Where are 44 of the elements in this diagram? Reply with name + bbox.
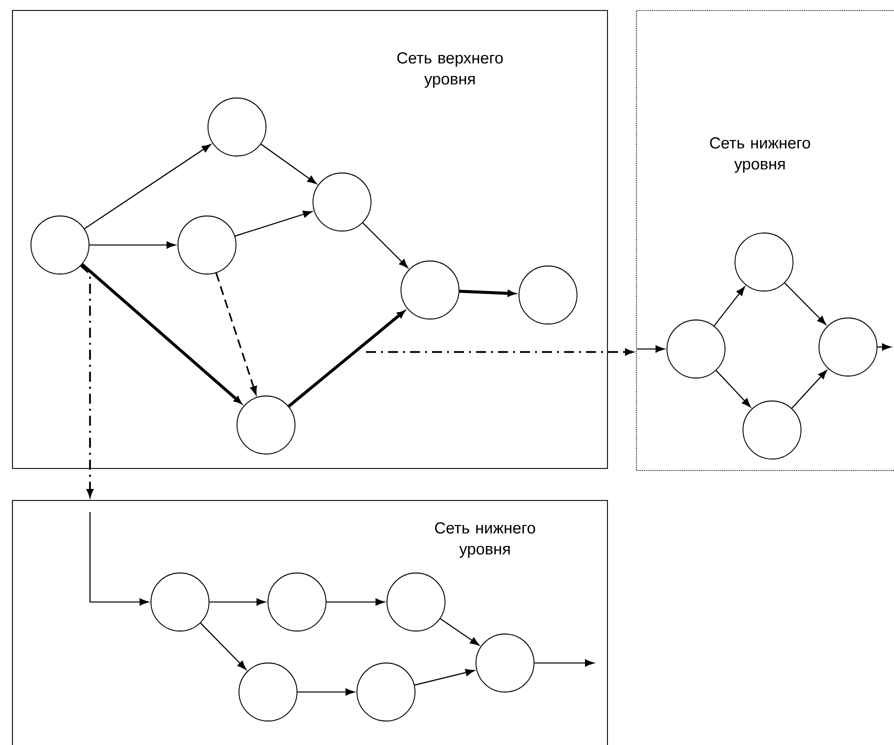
arrow	[260, 144, 317, 184]
event-circle	[742, 400, 802, 460]
event-circle	[30, 216, 90, 274]
event-circle	[666, 320, 726, 378]
arrow	[366, 348, 634, 356]
arrow	[716, 370, 751, 408]
arrow	[714, 286, 745, 326]
arrow	[80, 265, 94, 498]
event-circle	[268, 572, 326, 632]
arrow	[200, 622, 246, 670]
event-circle	[818, 318, 878, 376]
event-circle	[150, 572, 210, 632]
arrow	[209, 598, 266, 606]
arrow	[784, 282, 826, 325]
arrow	[534, 659, 594, 667]
arrow	[791, 370, 828, 409]
arrow	[234, 210, 312, 237]
arrow	[81, 263, 242, 404]
arrow	[84, 144, 212, 230]
arrow	[440, 618, 480, 646]
event-circle	[734, 232, 794, 292]
event-circle	[236, 396, 296, 454]
event-circle	[356, 662, 416, 722]
network-frame: Сеть верхнего уровня	[12, 10, 608, 469]
event-circle	[400, 260, 460, 320]
arrow	[637, 345, 665, 353]
arrow	[414, 668, 475, 686]
event-circle	[476, 634, 534, 692]
arrow	[89, 241, 176, 249]
arrow	[215, 272, 257, 395]
event-circle	[312, 172, 372, 232]
arrow	[326, 598, 385, 606]
event-circle	[178, 216, 236, 274]
arrow	[459, 290, 516, 297]
arrow	[89, 512, 149, 606]
event-circle	[208, 98, 266, 156]
event-circle	[518, 266, 578, 324]
arrow	[877, 343, 892, 351]
event-circle	[386, 572, 446, 632]
arrow	[362, 222, 408, 268]
network-frame: Сеть нижнего уровня	[12, 500, 608, 745]
arrow	[297, 688, 355, 696]
arrow	[288, 310, 405, 408]
event-circle	[238, 662, 298, 722]
